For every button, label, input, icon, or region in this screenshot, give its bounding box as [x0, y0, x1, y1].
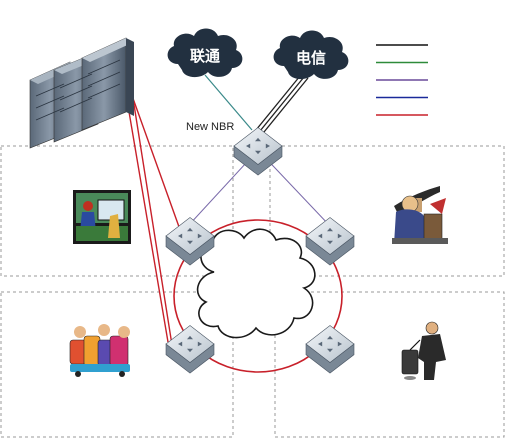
- switch-upper-right-icon: [305, 217, 355, 266]
- switch-arrow: [337, 233, 342, 239]
- server-rack-icon: [29, 37, 134, 149]
- red-ring: [173, 219, 343, 373]
- zone-bottom-left: [0, 291, 234, 438]
- switch-arrow: [318, 233, 323, 239]
- businessman-walking-icon: [401, 321, 446, 380]
- soccer-billboard-icon: [73, 190, 131, 244]
- zone-bottom-right: [274, 291, 505, 438]
- telecom-cloud: [273, 30, 349, 80]
- router-icon: [233, 127, 283, 176]
- switch-arrow: [327, 335, 333, 340]
- switch-arrow: [178, 233, 183, 239]
- switch-arrow: [337, 341, 342, 347]
- unicom-cloud-label: 联通: [190, 47, 220, 65]
- switch-arrow: [327, 227, 333, 232]
- switch-arrow: [246, 143, 251, 149]
- switch-arrow: [327, 348, 333, 353]
- switch-arrow: [255, 150, 261, 155]
- switch-arrow: [178, 341, 183, 347]
- core-network-cloud: [196, 228, 316, 339]
- legend: [376, 44, 428, 116]
- link-router-unicom: [204, 74, 253, 131]
- switch-arrow: [187, 348, 193, 353]
- switch-arrow: [255, 137, 261, 142]
- switch-arrow: [265, 143, 270, 149]
- switch-arrow: [197, 233, 202, 239]
- switch-lower-right-icon: [305, 325, 355, 374]
- switch-arrow: [197, 341, 202, 347]
- zone-top-right: [269, 145, 505, 277]
- switch-arrow: [187, 240, 193, 245]
- switch-arrow: [318, 341, 323, 347]
- zone-top-left: [0, 145, 234, 277]
- router-label: New NBR: [186, 121, 234, 133]
- travelers-luggage-icon: [69, 324, 130, 377]
- switch-arrow: [187, 227, 193, 232]
- unicom-cloud: [167, 28, 243, 78]
- telecom-cloud-label: 电信: [296, 49, 326, 67]
- switch-arrow: [187, 335, 193, 340]
- businessman-desk-icon: [392, 186, 448, 244]
- switch-upper-left-icon: [165, 217, 215, 266]
- link-servers-switches: [125, 89, 184, 346]
- link-router-telecom: [255, 75, 309, 133]
- switch-lower-left-icon: [165, 325, 215, 374]
- switch-arrow: [327, 240, 333, 245]
